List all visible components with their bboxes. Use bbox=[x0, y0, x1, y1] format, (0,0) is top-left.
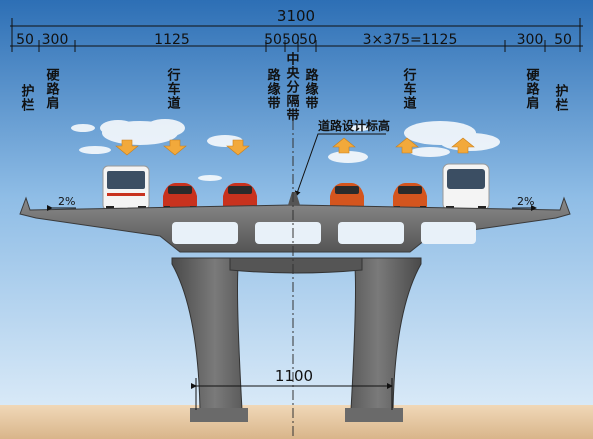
label-left-edge-strip: 路缘带 bbox=[265, 67, 281, 110]
dim-right-shoulder: 300 bbox=[517, 32, 544, 48]
vehicles bbox=[102, 163, 490, 214]
label-left-guardrail: 护栏 bbox=[19, 83, 35, 112]
total-width-dimension: 3100 bbox=[10, 7, 583, 52]
label-right-carriageway: 行车道 bbox=[401, 67, 418, 110]
dim-right-lanes: 3×375=1125 bbox=[363, 32, 458, 48]
cross-slope-right: 2% bbox=[517, 195, 534, 208]
design-elevation-callout: 道路设计标高 bbox=[294, 118, 390, 197]
clouds bbox=[71, 119, 500, 181]
pier-spacing-dimension: 1100 bbox=[191, 367, 393, 410]
dim-median: 50 bbox=[282, 32, 300, 48]
total-width-label: 3100 bbox=[277, 7, 315, 25]
dim-left-guardrail: 50 bbox=[16, 32, 34, 48]
dim-left-shoulder: 300 bbox=[42, 32, 69, 48]
dim-left-edge-strip: 50 bbox=[264, 32, 282, 48]
label-right-edge-strip: 路缘带 bbox=[303, 67, 319, 110]
label-left-hard-shoulder: 硬路肩 bbox=[44, 68, 60, 110]
ground bbox=[0, 405, 593, 439]
pier bbox=[171, 257, 422, 422]
bridge-deck bbox=[19, 192, 571, 253]
dim-left-lanes: 1125 bbox=[154, 32, 190, 48]
bus-left bbox=[102, 165, 150, 214]
dim-right-guardrail: 50 bbox=[554, 32, 572, 48]
label-left-carriageway: 行车道 bbox=[165, 67, 182, 110]
segment-dimensions bbox=[10, 40, 583, 52]
dim-right-edge-strip: 50 bbox=[299, 32, 317, 48]
label-right-hard-shoulder: 硬路肩 bbox=[524, 68, 540, 110]
label-road-design-elevation: 道路设计标高 bbox=[318, 118, 390, 133]
cross-slope-left: 2% bbox=[58, 195, 75, 208]
bus-right bbox=[442, 163, 490, 214]
label-right-guardrail: 护栏 bbox=[553, 83, 569, 112]
cross-slope-markers: 2% 2% bbox=[47, 195, 537, 211]
label-central-median: 中央分隔带 bbox=[284, 51, 300, 122]
load-arrows bbox=[115, 137, 475, 156]
pier-spacing-label: 1100 bbox=[275, 367, 313, 385]
